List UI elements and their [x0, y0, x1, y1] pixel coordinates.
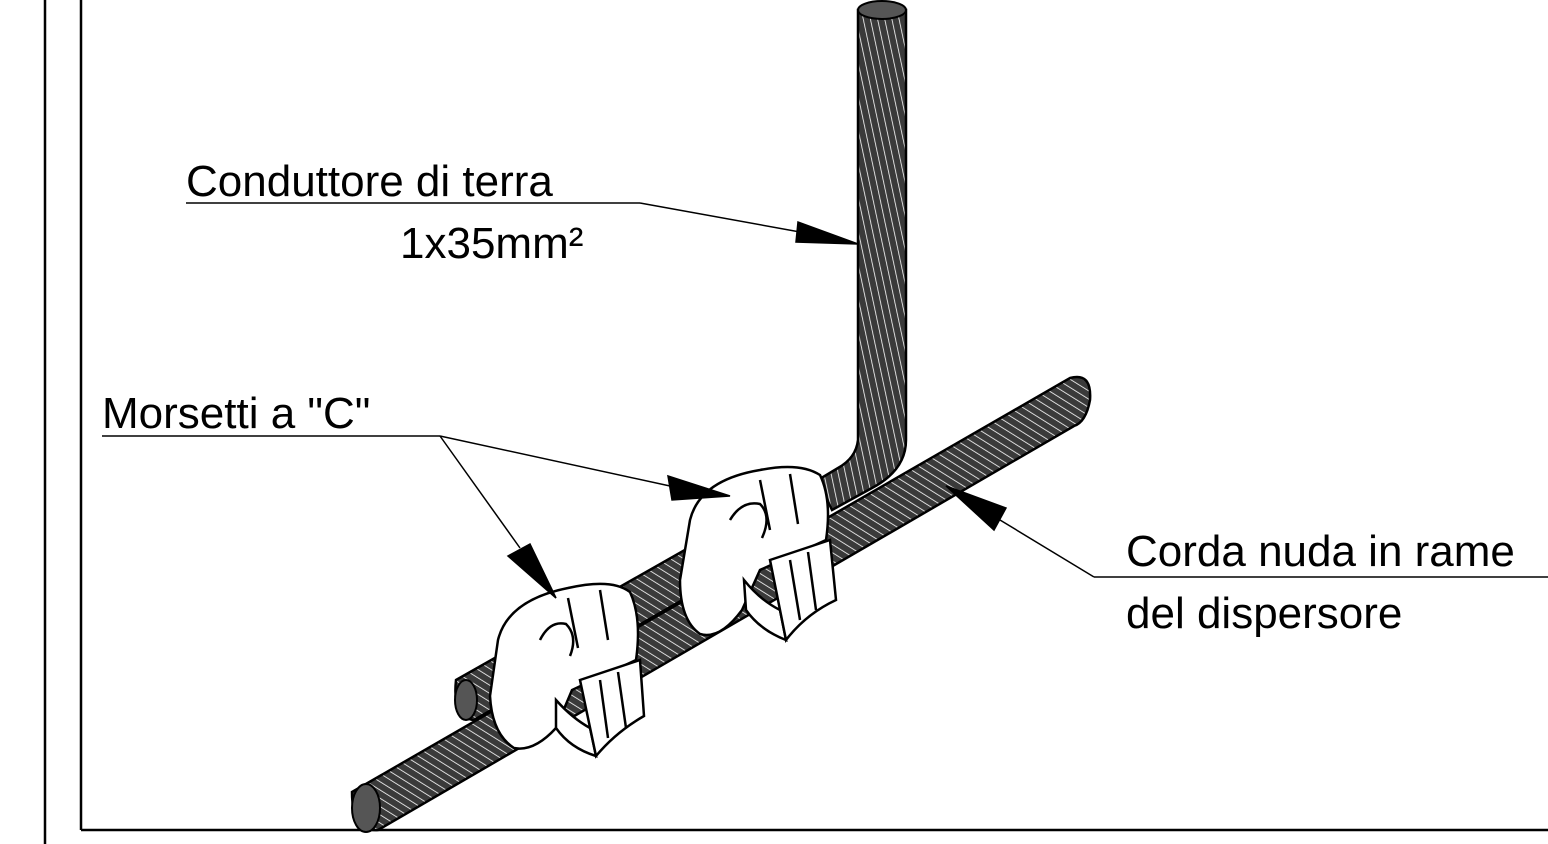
c-clamp-lower: [488, 582, 646, 759]
c-clamps-label: Morsetti a "C": [102, 389, 370, 438]
bare-rope-label-line1: Corda nuda in rame: [1126, 527, 1515, 576]
leader-ground-conductor: [186, 202, 859, 245]
leader-bare-rope: [945, 485, 1548, 578]
leader-c-clamps: [102, 435, 731, 599]
bare-rope-label-line2: del dispersore: [1126, 589, 1402, 638]
ground-conductor: [816, 0, 908, 512]
conductor-top-cut: [857, 0, 907, 20]
ground-conductor-label: Conduttore di terra: [186, 157, 553, 206]
segment-end-cut: [454, 679, 478, 721]
rope-end-cut: [351, 783, 381, 833]
drawing-frame: [43, 0, 1548, 844]
c-clamp-upper: [678, 465, 838, 643]
ground-conductor-size-label: 1x35mm²: [400, 219, 583, 268]
